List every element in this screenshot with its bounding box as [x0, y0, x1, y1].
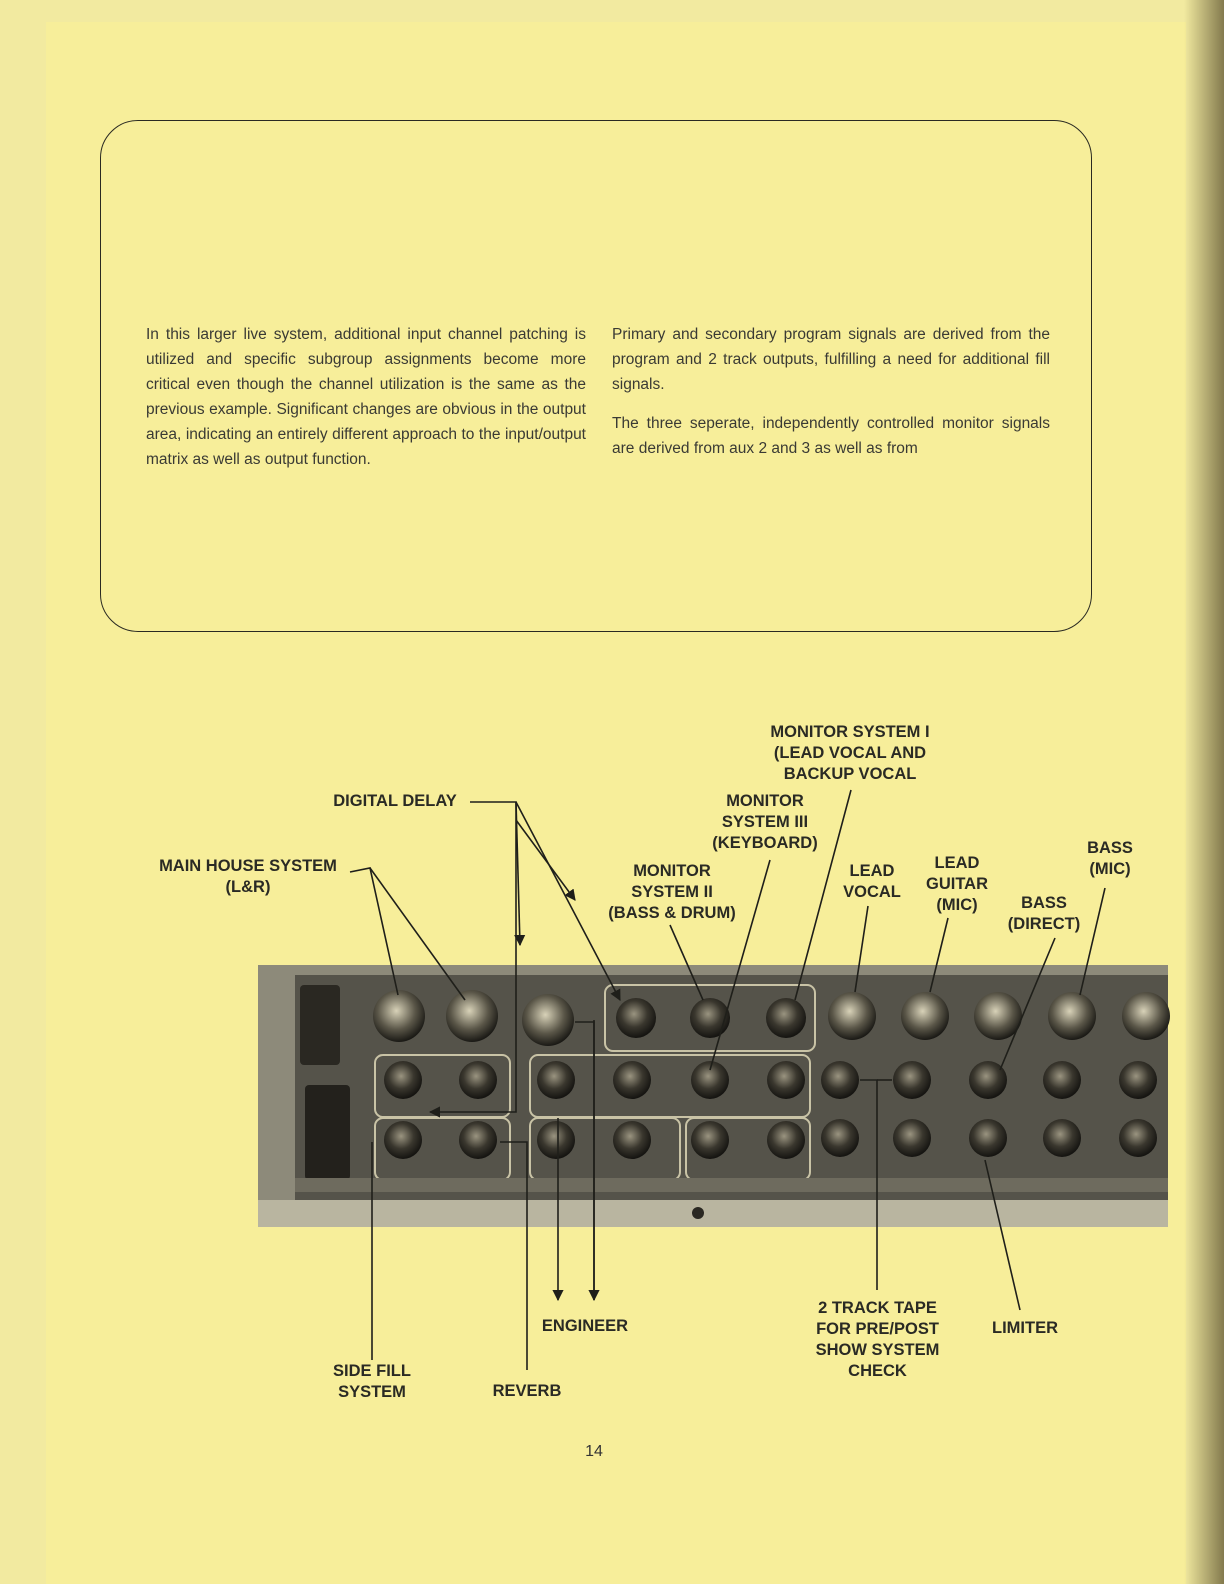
- label-bass-direct: BASS (DIRECT): [1000, 893, 1088, 935]
- rear-panel-photo: [258, 965, 1170, 1227]
- label-lead-guitar: LEAD GUITAR (MIC): [917, 853, 997, 916]
- label-lead-vocal: LEAD VOCAL: [832, 861, 912, 903]
- label-bass-mic: BASS (MIC): [1078, 838, 1142, 880]
- label-main-house-system: MAIN HOUSE SYSTEM (L&R): [148, 856, 348, 898]
- label-digital-delay: DIGITAL DELAY: [320, 791, 470, 812]
- label-engineer: ENGINEER: [530, 1316, 640, 1337]
- label-limiter: LIMITER: [985, 1318, 1065, 1339]
- label-monitor-system-2: MONITOR SYSTEM II (BASS & DRUM): [597, 861, 747, 924]
- page-number: 14: [574, 1443, 614, 1461]
- label-side-fill-system: SIDE FILL SYSTEM: [322, 1361, 422, 1403]
- label-monitor-system-1: MONITOR SYSTEM I (LEAD VOCAL AND BACKUP …: [755, 722, 945, 785]
- label-2-track-tape: 2 TRACK TAPE FOR PRE/POST SHOW SYSTEM CH…: [800, 1298, 955, 1382]
- label-monitor-system-3: MONITOR SYSTEM III (KEYBOARD): [700, 791, 830, 854]
- label-reverb: REVERB: [482, 1381, 572, 1402]
